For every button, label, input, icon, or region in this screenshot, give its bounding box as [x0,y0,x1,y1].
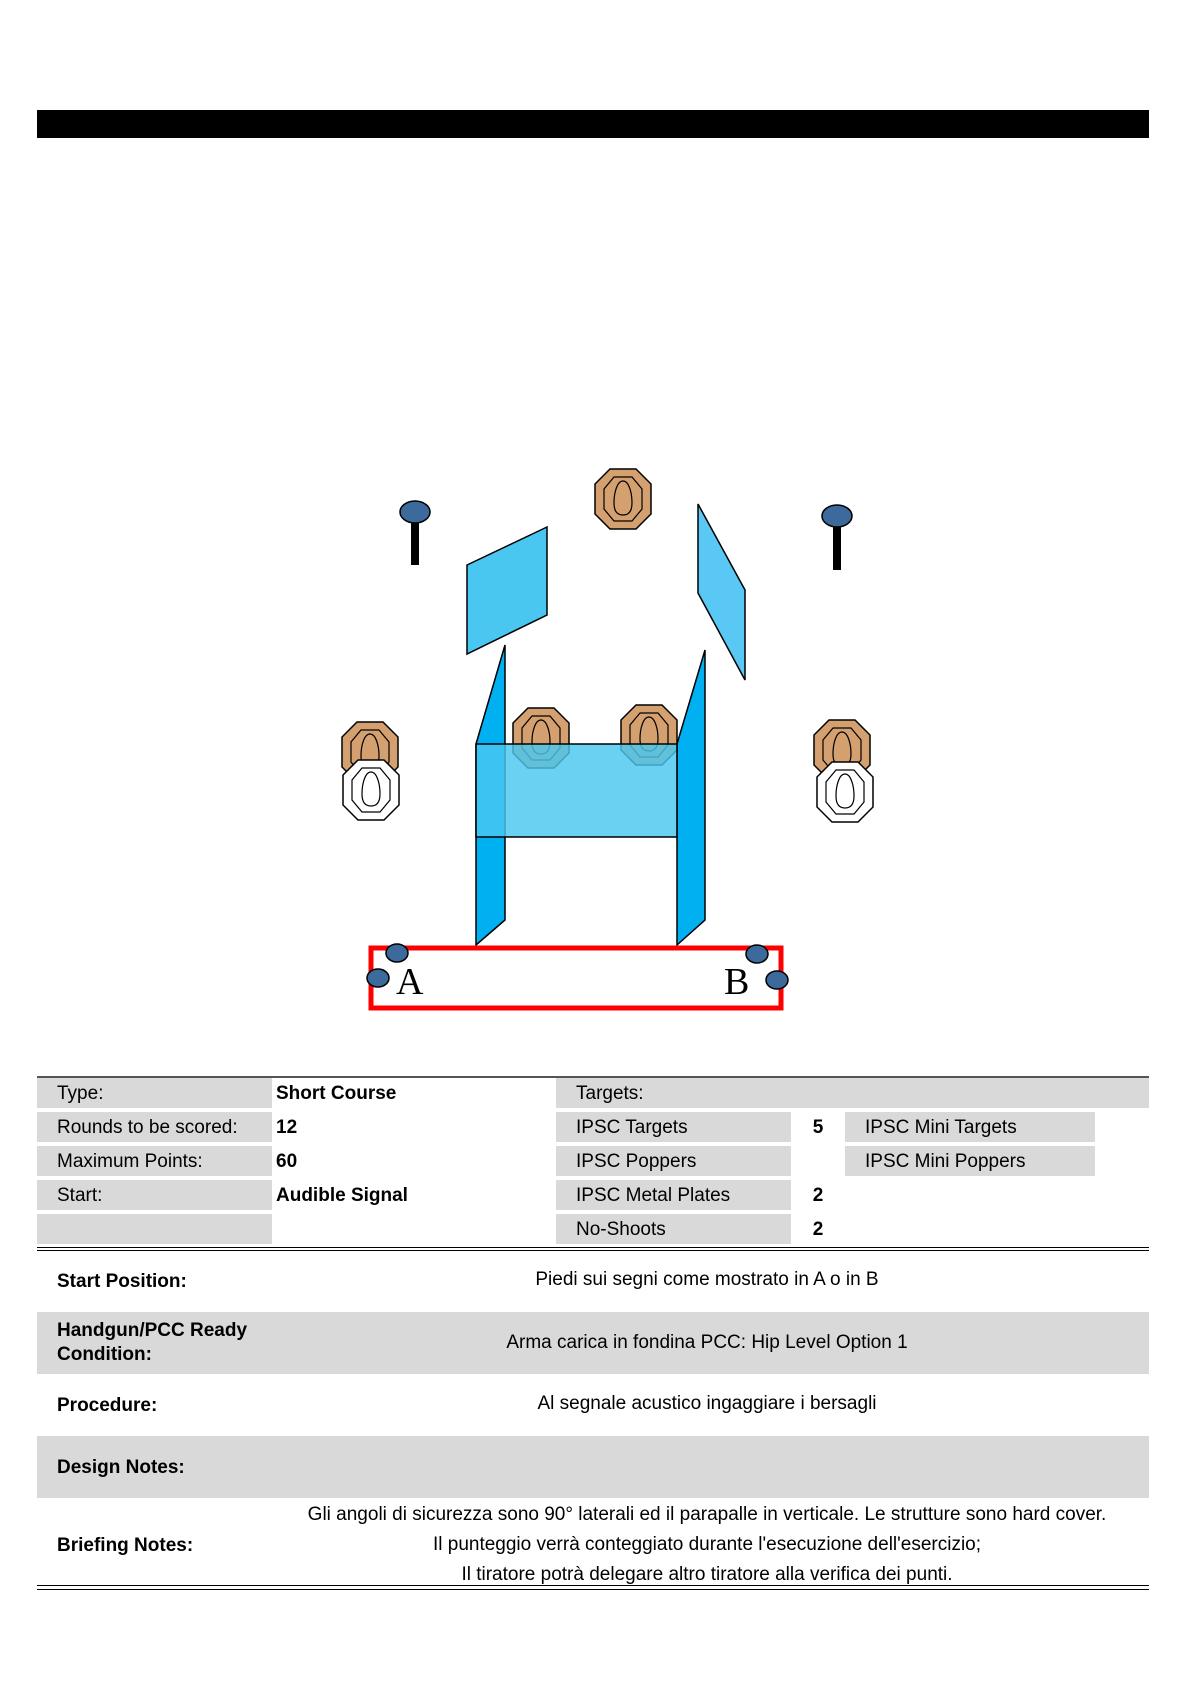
wall-right [676,649,706,947]
max-points-label: Maximum Points: [37,1146,272,1178]
design-notes-label: Design Notes: [57,1457,185,1478]
target-top-center [594,468,652,530]
foot-marker-a-top [385,943,409,963]
panel-front [475,743,678,838]
empty-label [37,1214,272,1246]
foot-marker-b-side [765,970,789,990]
design-notes-row: Design Notes: [37,1436,1149,1498]
target-row-label: No-Shoots [556,1214,791,1246]
no-shoot-right [816,761,874,823]
ready-condition-value: Arma carica in fondina PCC: Hip Level Op… [506,1332,908,1353]
stage-info-table: Type: Short Course Rounds to be scored: … [37,1076,1149,1251]
panel-upper-left [466,525,548,656]
panel-upper-right [697,503,746,681]
start-position-label: Start Position: [57,1271,187,1292]
target-row-label: IPSC Targets [556,1112,791,1144]
stage-diagram: A B [341,468,874,1011]
popper-left [399,500,431,565]
foot-marker-a-side [366,968,390,988]
max-points-value: 60 [276,1151,298,1172]
no-shoot-left [342,759,400,821]
procedure-row: Procedure: Al segnale acustico ingaggiar… [37,1374,1149,1436]
popper-right [821,504,853,570]
ready-condition-row: Handgun/PCC Ready Condition: Arma carica… [37,1312,1149,1374]
briefing-notes-row: Briefing Notes: Gli angoli di sicurezza … [37,1498,1149,1590]
briefing-notes-label: Briefing Notes: [57,1535,194,1556]
target-row-count: 2 [812,1185,824,1206]
target-row-label: IPSC Poppers [556,1146,791,1178]
target-row-label: IPSC Metal Plates [556,1180,791,1212]
start-position-row: Start Position: Piedi sui segni come mos… [37,1250,1149,1312]
target-row-count: 2 [812,1219,824,1240]
shooting-box [368,945,784,1011]
type-label: Type: [37,1078,272,1110]
marker-a-label: A [396,961,424,1003]
mini-popper-label: IPSC Mini Poppers [845,1146,1095,1178]
briefing-notes-line: Il punteggio verrà conteggiato durante l… [432,1534,982,1555]
rounds-label: Rounds to be scored: [37,1112,272,1144]
target-row-count: 5 [812,1117,824,1138]
start-label: Start: [37,1180,272,1212]
mini-target-label: IPSC Mini Targets [845,1112,1095,1144]
briefing-notes-line: Il tiratore potrà delegare altro tirator… [461,1564,953,1585]
marker-b-label: B [724,961,749,1003]
start-value: Audible Signal [276,1185,408,1206]
type-value: Short Course [276,1083,397,1104]
procedure-value: Al segnale acustico ingaggiare i bersagl… [537,1393,877,1414]
foot-marker-b-top [745,944,769,964]
rounds-value: 12 [276,1117,298,1138]
ready-condition-label: Handgun/PCC Ready Condition: [57,1320,248,1365]
procedure-label: Procedure: [57,1395,158,1416]
end-rule [37,1589,1149,1590]
end-rule [37,1585,1149,1586]
header-bar [37,110,1149,138]
target-row-count [791,1146,845,1178]
targets-label: Targets: [556,1078,1149,1110]
briefing-notes-line: Gli angoli di sicurezza sono 90° lateral… [307,1504,1107,1525]
start-position-value: Piedi sui segni come mostrato in A o in … [535,1269,879,1290]
